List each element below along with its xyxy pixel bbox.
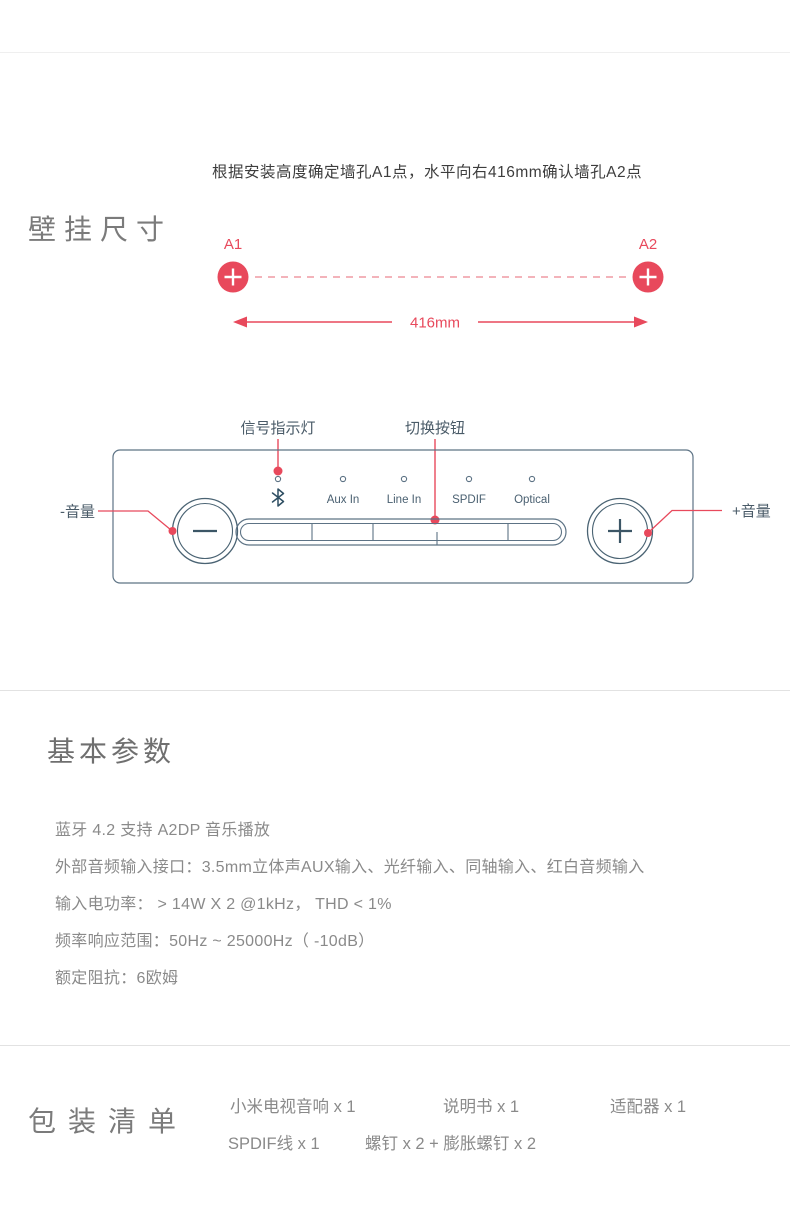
dimension-value: 416mm	[410, 315, 460, 332]
top-divider	[0, 52, 790, 53]
hole-a1-label: A1	[224, 236, 242, 253]
mounting-instruction: 根据安装高度确定墙孔A1点，水平向右416mm确认墙孔A2点	[212, 164, 643, 181]
packing-item-adapter: 适配器 x 1	[610, 1098, 687, 1116]
volume-plus-label: +音量	[732, 503, 771, 520]
hole-a1-marker-icon	[217, 261, 249, 293]
spec-rated-impedance: 额定阻抗：6欧姆	[55, 970, 179, 987]
input-label-line: Line In	[387, 494, 422, 506]
packing-item-spdif-cable: SPDIF线 x 1	[228, 1135, 320, 1153]
input-label-optical: Optical	[514, 494, 550, 506]
specs-list: 蓝牙 4.2 支持 A2DP 音乐播放 外部音频输入接口：3.5mm立体声AUX…	[55, 812, 645, 997]
section-divider	[0, 1045, 790, 1046]
wallmount-diagram: A1 A2 416mm	[217, 236, 664, 332]
hole-a2-marker-icon	[632, 261, 664, 293]
input-label-spdif: SPDIF	[452, 494, 486, 506]
packing-section-title: 包装清单	[28, 1106, 189, 1137]
spec-input-power: 输入电功率： > 14W X 2 @1kHz， THD < 1%	[55, 896, 392, 913]
soundbar-panel-diagram: 信号指示灯 切换按钮 Aux In Line In SPDIF Optical	[60, 420, 771, 584]
bluetooth-icon	[271, 488, 285, 507]
plus-icon	[608, 519, 632, 543]
indicator-dots	[274, 475, 536, 483]
soundbar-body	[112, 449, 694, 584]
wallmount-section-title: 壁挂尺寸	[28, 214, 173, 245]
input-label-aux: Aux In	[327, 494, 360, 506]
switch-button-callout: 切换按钮	[405, 420, 465, 437]
volume-plus-callout: +音量	[644, 503, 771, 537]
signal-indicator-callout: 信号指示灯	[240, 420, 315, 437]
section-divider	[0, 690, 790, 691]
specs-section-title: 基本参数	[47, 736, 176, 767]
spec-bluetooth: 蓝牙 4.2 支持 A2DP 音乐播放	[55, 822, 271, 839]
spec-frequency-response: 频率响应范围：50Hz ~ 25000Hz（ -10dB）	[55, 933, 375, 950]
volume-minus-label: -音量	[60, 504, 95, 521]
switch-button-pointer	[430, 439, 440, 525]
packing-item-soundbar: 小米电视音响 x 1	[230, 1098, 356, 1116]
spec-audio-inputs: 外部音频输入接口：3.5mm立体声AUX输入、光纤输入、同轴输入、红白音频输入	[55, 859, 645, 876]
packing-item-screws: 螺钉 x 2 + 膨胀螺钉 x 2	[365, 1135, 536, 1153]
volume-minus-callout: -音量	[60, 504, 177, 535]
hole-a2-label: A2	[639, 236, 657, 253]
dimension-arrow: 416mm	[233, 315, 648, 332]
switch-button-bar	[235, 518, 567, 546]
volume-minus-button	[171, 497, 239, 565]
volume-plus-button	[586, 497, 654, 565]
packing-item-manual: 说明书 x 1	[443, 1098, 520, 1116]
signal-indicator-pointer	[273, 439, 283, 476]
